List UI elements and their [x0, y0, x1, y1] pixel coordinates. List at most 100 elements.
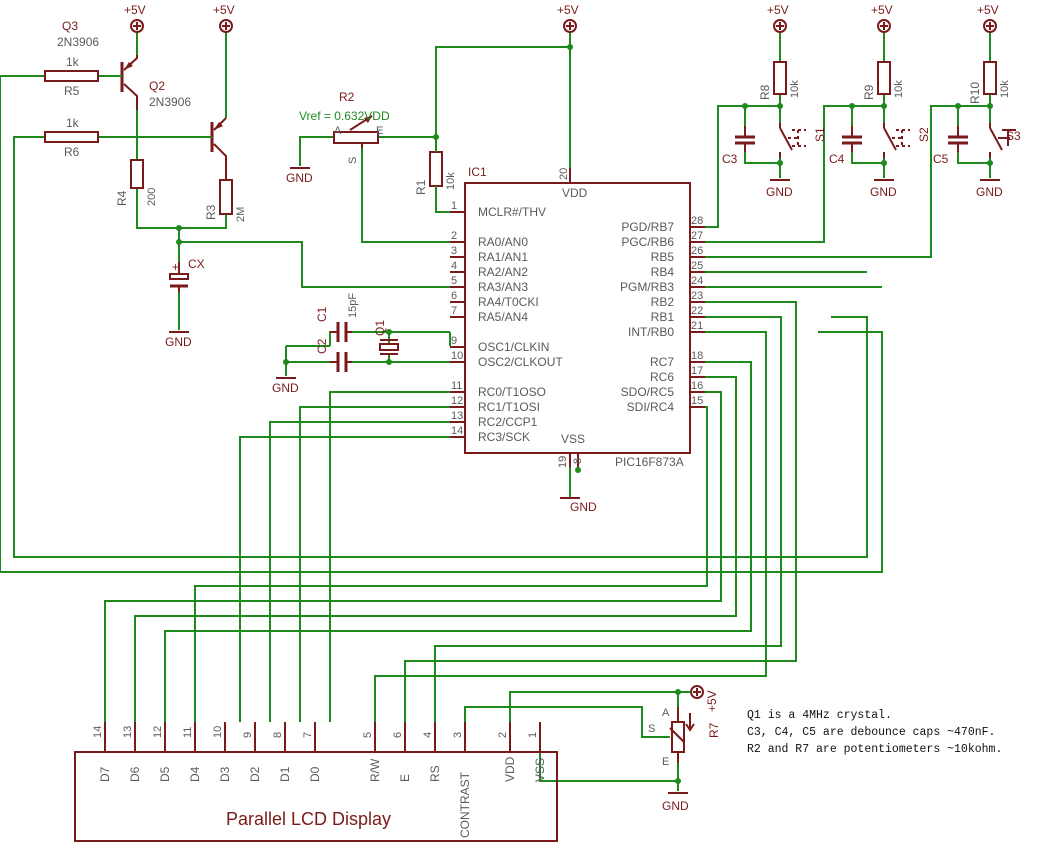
ic-pin-number: 21 — [691, 320, 703, 332]
lcd-pin-number: 9 — [242, 732, 254, 738]
svg-text:E: E — [662, 756, 669, 768]
vcc-symbol: +5V — [213, 3, 235, 33]
svg-text:CX: CX — [188, 257, 205, 271]
lcd-pin-number: 12 — [152, 726, 164, 738]
lcd-pin-name: D7 — [98, 766, 112, 782]
ic-pin-name: RA2/AN2 — [478, 265, 528, 279]
potentiometer-r2: R2 Vref = 0.632VDD A E S — [299, 90, 390, 164]
ic-pin-number: 24 — [691, 275, 703, 287]
svg-text:GND: GND — [272, 381, 299, 395]
ic-pin-name: RC1/T1OSI — [478, 400, 540, 414]
svg-text:+5V: +5V — [124, 3, 146, 17]
svg-text:10k: 10k — [789, 80, 801, 98]
svg-text:A: A — [662, 707, 670, 719]
svg-text:Parallel LCD Display: Parallel LCD Display — [226, 809, 391, 829]
svg-text:10k: 10k — [445, 172, 457, 190]
notes: Q1 is a 4MHz crystal. C3, C4, C5 are deb… — [747, 709, 1002, 756]
svg-text:R5: R5 — [64, 84, 80, 98]
svg-text:GND: GND — [662, 799, 689, 813]
ic-pin-number: 22 — [691, 305, 703, 317]
vcc-symbol: +5V — [124, 3, 146, 33]
svg-text:C5: C5 — [933, 152, 949, 166]
svg-text:R3: R3 — [204, 204, 218, 220]
resistor-r9: R9 10k — [862, 61, 905, 100]
svg-text:15pF: 15pF — [347, 293, 359, 318]
ic-pin-number: 27 — [691, 230, 703, 242]
svg-text:+5V: +5V — [213, 3, 235, 17]
svg-text:2N3906: 2N3906 — [57, 35, 99, 49]
gnd-symbol: GND — [662, 792, 689, 813]
ic-pin-name: RA1/AN1 — [478, 250, 528, 264]
ic-pin-number: 26 — [691, 245, 703, 257]
ic-pin-name: RA5/AN4 — [478, 310, 528, 324]
svg-text:200: 200 — [146, 188, 158, 206]
svg-text:S3: S3 — [1006, 129, 1021, 143]
svg-text:20: 20 — [558, 168, 570, 180]
svg-text:2N3906: 2N3906 — [149, 95, 191, 109]
ic-pin-number: 2 — [451, 230, 457, 242]
crystal-q1: Q1 — [373, 320, 399, 355]
svg-text:GND: GND — [766, 185, 793, 199]
ic-pin-number: 25 — [691, 260, 703, 272]
lcd-display: Parallel LCD Display 14D713D612D511D410D… — [74, 722, 558, 842]
transistor-q2: Q2 2N3906 — [98, 79, 227, 180]
gnd-symbol: GND — [165, 331, 192, 349]
ic-pin-name: RA0/AN0 — [478, 235, 528, 249]
ic-pin-name: PGM/RB3 — [620, 280, 674, 294]
lcd-pin-number: 4 — [422, 732, 434, 738]
gnd-symbol: GND — [560, 497, 597, 514]
resistor-r4: R4 200 — [115, 159, 158, 206]
lcd-pin-number: 3 — [452, 732, 464, 738]
ic-pin-name: RB4 — [651, 265, 675, 279]
svg-text:R10: R10 — [968, 82, 982, 104]
switch-s2: S2 — [883, 123, 931, 158]
ic-pin-name: PGC/RB6 — [621, 235, 674, 249]
vcc-symbol: +5V — [767, 3, 789, 33]
lcd-pin-name: R/W — [368, 758, 382, 782]
svg-text:A: A — [334, 125, 342, 137]
ic-pin-number: 11 — [451, 380, 462, 392]
capacitor-cx: + CX — [169, 257, 205, 292]
resistor-r6: 1k R6 — [44, 116, 99, 159]
lcd-pin-number: 2 — [497, 732, 509, 738]
ic-pin-name: SDO/RC5 — [621, 385, 675, 399]
svg-text:10k: 10k — [999, 80, 1011, 98]
ic-pin-number: 4 — [451, 260, 457, 272]
gnd-symbol: GND — [976, 179, 1003, 199]
resistor-r5: 1k R5 — [44, 55, 99, 98]
ic-pin-name: INT/RB0 — [628, 325, 674, 339]
switch-s3: S3 — [989, 123, 1021, 158]
ic-pin-name: SDI/RC4 — [627, 400, 675, 414]
junctions — [176, 44, 993, 784]
ic-pin-name: RC2/CCP1 — [478, 415, 538, 429]
lcd-pin-name: E — [398, 774, 412, 782]
gnd-symbol: GND — [286, 167, 313, 185]
ic-pin-name: OSC2/CLKOUT — [478, 355, 563, 369]
note-line: R2 and R7 are potentiometers ~10kohm. — [747, 743, 1002, 756]
svg-text:19: 19 — [557, 456, 569, 468]
vcc-symbol: +5V — [977, 3, 999, 33]
svg-text:R1: R1 — [414, 179, 428, 195]
svg-text:+5V: +5V — [977, 3, 999, 17]
svg-text:C4: C4 — [829, 152, 845, 166]
svg-text:Q3: Q3 — [62, 19, 78, 33]
ic-pin-number: 1 — [451, 200, 457, 212]
svg-text:+5V: +5V — [767, 3, 789, 17]
ic-pin-number: 6 — [451, 290, 457, 302]
ic-pin-name: RB2 — [651, 295, 675, 309]
svg-text:S1: S1 — [813, 127, 827, 142]
svg-text:GND: GND — [570, 500, 597, 514]
resistor-r3: R3 2M — [204, 179, 247, 222]
lcd-pin-name: D2 — [248, 766, 262, 782]
capacitor-c1: C1 15pF — [315, 293, 359, 342]
svg-text:E: E — [376, 125, 383, 137]
ic-pin-name: RA4/T0CKI — [478, 295, 539, 309]
lcd-pin-number: 6 — [392, 732, 404, 738]
ic-pin-name: RB1 — [651, 310, 675, 324]
resistor-r8: R8 10k — [758, 61, 801, 100]
ic-pin-number: 23 — [691, 290, 703, 302]
ic-pin-number: 16 — [691, 380, 703, 392]
svg-text:Q1: Q1 — [373, 320, 387, 336]
gnd-symbol: GND — [766, 179, 793, 199]
